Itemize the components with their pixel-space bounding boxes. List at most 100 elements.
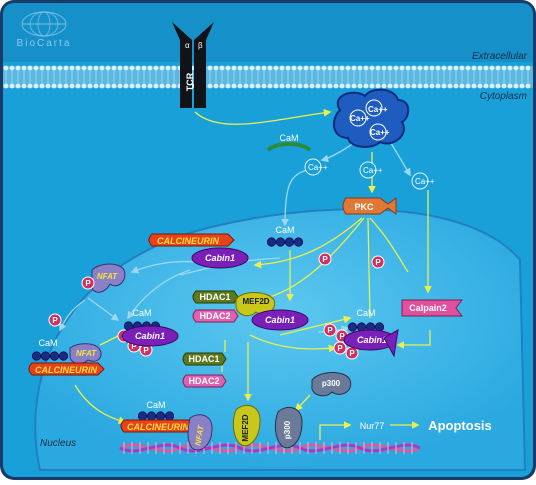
phosphate-label: P <box>339 332 345 341</box>
cam-cabin-label: CaM <box>132 308 151 318</box>
lipid-head <box>489 65 495 71</box>
lipid-head <box>3 83 9 89</box>
lipid-head <box>51 83 57 89</box>
lipid-head <box>99 83 105 89</box>
lipid-head <box>153 83 159 89</box>
lipid-head <box>207 83 213 89</box>
lipid-head <box>93 83 99 89</box>
lipid-head <box>417 65 423 71</box>
lipid-head <box>453 65 459 71</box>
lipid-head <box>411 83 417 89</box>
lipid-head <box>297 83 303 89</box>
mef2d-dna-label: MEF2D <box>241 414 250 441</box>
lipid-head <box>471 83 477 89</box>
cam-bead <box>347 322 358 332</box>
ca-free-center: Ca++ <box>363 166 383 175</box>
lipid-head <box>327 65 333 71</box>
lipid-head <box>471 65 477 71</box>
lipid-head <box>399 83 405 89</box>
hdac2-center-label: HDAC2 <box>199 311 230 321</box>
cabin1-phospho-cam-complex: CaM Cabin1 <box>121 308 179 347</box>
lipid-head <box>231 83 237 89</box>
lipid-head <box>453 83 459 89</box>
lipid-head <box>423 65 429 71</box>
lipid-head <box>447 65 453 71</box>
lipid-head <box>507 65 513 71</box>
p300-upper-label: p300 <box>322 379 341 388</box>
dna-bound-complex: CaM CALCINEURIN NFAT MEF2D p300 <box>120 400 303 451</box>
lipid-head <box>129 65 135 71</box>
lipid-head <box>57 65 63 71</box>
lipid-head <box>291 83 297 89</box>
cam-bead <box>40 351 51 361</box>
hdac2-lower-label: HDAC2 <box>188 376 219 386</box>
lipid-head <box>21 83 27 89</box>
lipid-head <box>465 65 471 71</box>
lipid-head <box>105 83 111 89</box>
lipid-head <box>3 65 9 71</box>
lipid-head <box>135 83 141 89</box>
phosphate-label: P <box>131 342 137 351</box>
ca-free-left: Ca++ <box>308 163 328 172</box>
lipid-head <box>309 65 315 71</box>
cam-right-label: CaM <box>356 308 375 318</box>
lipid-head <box>513 83 519 89</box>
lipid-head <box>309 83 315 89</box>
lipid-head <box>381 65 387 71</box>
lipid-head <box>9 83 15 89</box>
cam-top-label: CaM <box>279 133 298 143</box>
lipid-head <box>447 83 453 89</box>
apoptosis-label: Apoptosis <box>428 418 492 433</box>
cam-left-label: CaM <box>38 338 57 348</box>
lipid-head <box>147 65 153 71</box>
lipid-head <box>399 65 405 71</box>
lipid-head <box>249 83 255 89</box>
lipid-head <box>69 65 75 71</box>
extracellular-label: Extracellular <box>472 51 528 62</box>
lipid-head <box>213 83 219 89</box>
lipid-head <box>63 83 69 89</box>
lipid-head <box>441 83 447 89</box>
calpain2-label: Calpain2 <box>409 303 447 313</box>
lipid-head <box>111 65 117 71</box>
cam-bead <box>146 411 157 421</box>
phosphate-circle <box>48 313 62 327</box>
lipid-head <box>27 83 33 89</box>
lipid-head <box>321 83 327 89</box>
lipid-head <box>45 65 51 71</box>
cabin1-center-label: Cabin1 <box>265 315 295 325</box>
lipid-head <box>99 65 105 71</box>
lipid-head <box>69 83 75 89</box>
ca-store-1: Ca++ <box>350 114 370 123</box>
lipid-head <box>333 65 339 71</box>
lipid-head <box>501 65 507 71</box>
cam-mid-label: CaM <box>275 225 294 235</box>
lipid-head <box>465 83 471 89</box>
lipid-head <box>501 83 507 89</box>
lipid-head <box>459 83 465 89</box>
lipid-head <box>261 65 267 71</box>
lipid-head <box>339 83 345 89</box>
lipid-head <box>525 65 531 71</box>
lipid-head <box>141 83 147 89</box>
arrows-yellow <box>74 108 432 440</box>
lipid-head <box>459 65 465 71</box>
lipid-head <box>15 83 21 89</box>
lipid-head <box>363 65 369 71</box>
lipid-head <box>285 65 291 71</box>
cam-bead <box>293 237 304 247</box>
tcr-beta: β <box>198 41 203 50</box>
nur77-label: Nur77 <box>360 421 385 431</box>
logo-text: BioCarta <box>17 38 72 49</box>
lipid-head <box>345 83 351 89</box>
phosphate-label: P <box>327 326 333 335</box>
nucleus-label: Nucleus <box>40 438 76 449</box>
cabin1-calpain-complex: CaM Cabin1 <box>343 308 399 358</box>
lipid-head <box>411 65 417 71</box>
lipid-head <box>261 83 267 89</box>
lipid-head <box>105 65 111 71</box>
cam-bead <box>58 351 69 361</box>
lipid-head <box>21 65 27 71</box>
lipid-head <box>141 65 147 71</box>
lipid-head <box>519 65 525 71</box>
